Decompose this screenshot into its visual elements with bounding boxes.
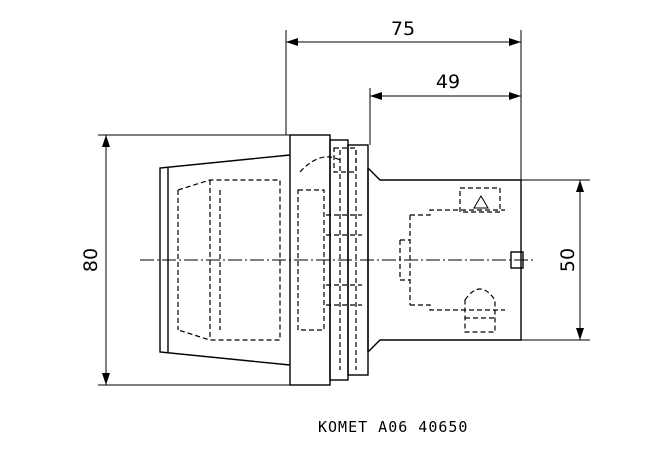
dimension-50: 50 — [510, 179, 590, 341]
dimension-75-label: 75 — [391, 18, 415, 40]
dimension-75: 75 — [285, 18, 522, 248]
dimension-49-label: 49 — [436, 71, 460, 93]
drawing-caption: KOMET A06 40650 — [318, 418, 468, 436]
dimension-50-label: 50 — [557, 248, 579, 272]
dimension-80-label: 80 — [80, 248, 102, 272]
body-outline — [159, 134, 524, 386]
hidden-features — [177, 147, 505, 370]
dimension-80: 80 — [80, 134, 296, 386]
dimension-49: 49 — [369, 71, 521, 145]
drive-key-symbol — [473, 195, 489, 209]
